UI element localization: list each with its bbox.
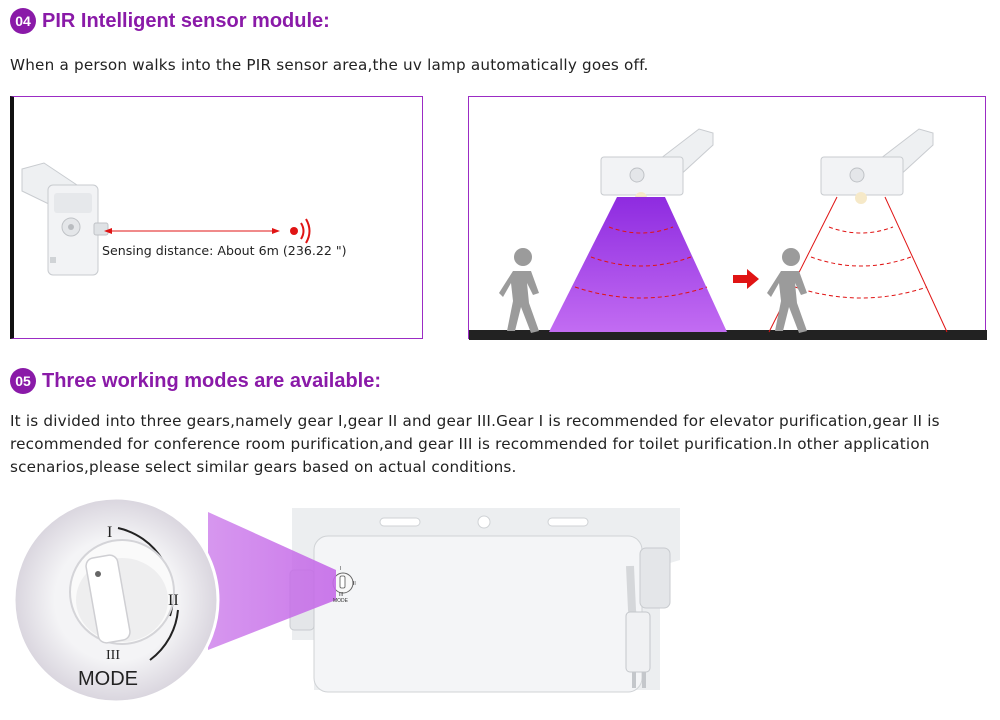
gear-3-label: III: [106, 648, 120, 663]
magnified-mode-dial[interactable]: [12, 496, 220, 704]
section-05-line: recommended for conference room purifica…: [10, 435, 930, 453]
pir-scene-panel: [468, 96, 987, 340]
mode-label: MODE: [78, 668, 138, 690]
section-number-badge: 04: [10, 8, 36, 34]
uv-lamp-off: [820, 128, 934, 204]
sensing-distance-panel: Sensing distance: About 6m (236.22 "): [10, 96, 423, 339]
section-title: Three working modes are available:: [42, 369, 382, 392]
section-05-line: It is divided into three gears,namely ge…: [10, 412, 940, 430]
arrow-right-icon: [733, 269, 759, 289]
uv-lamp-product: [289, 508, 680, 693]
gear-3-small-label: III: [339, 592, 344, 598]
section-05-line: scenarios,please select similar gears ba…: [10, 458, 517, 476]
section-number-badge: 05: [10, 368, 36, 394]
gear-1-label: I: [107, 524, 113, 541]
sensing-distance-label: Sensing distance: About 6m (236.22 "): [102, 243, 347, 258]
gear-2-label: II: [168, 592, 179, 609]
dial-indicator-dot: [95, 571, 101, 577]
section-title: PIR Intelligent sensor module:: [42, 9, 330, 32]
uv-lamp-on: [600, 128, 714, 204]
person-icon: [499, 248, 539, 333]
lamp-side-illustration: [21, 162, 311, 276]
person-icon: [767, 248, 807, 333]
pir-scene-illustration: [469, 128, 987, 340]
signal-icon: [290, 218, 311, 244]
section-05-heading: 05 Three working modes are available:: [10, 368, 381, 394]
magnifier-beam: [208, 512, 336, 650]
uv-light-beam: [549, 197, 727, 332]
gear-2-small-label: II: [353, 581, 356, 587]
gear-1-small-label: I: [340, 566, 342, 572]
section-04-description: When a person walks into the PIR sensor …: [10, 56, 649, 74]
section-04-heading: 04 PIR Intelligent sensor module:: [10, 8, 330, 34]
mode-small-label: MODE: [333, 598, 348, 604]
